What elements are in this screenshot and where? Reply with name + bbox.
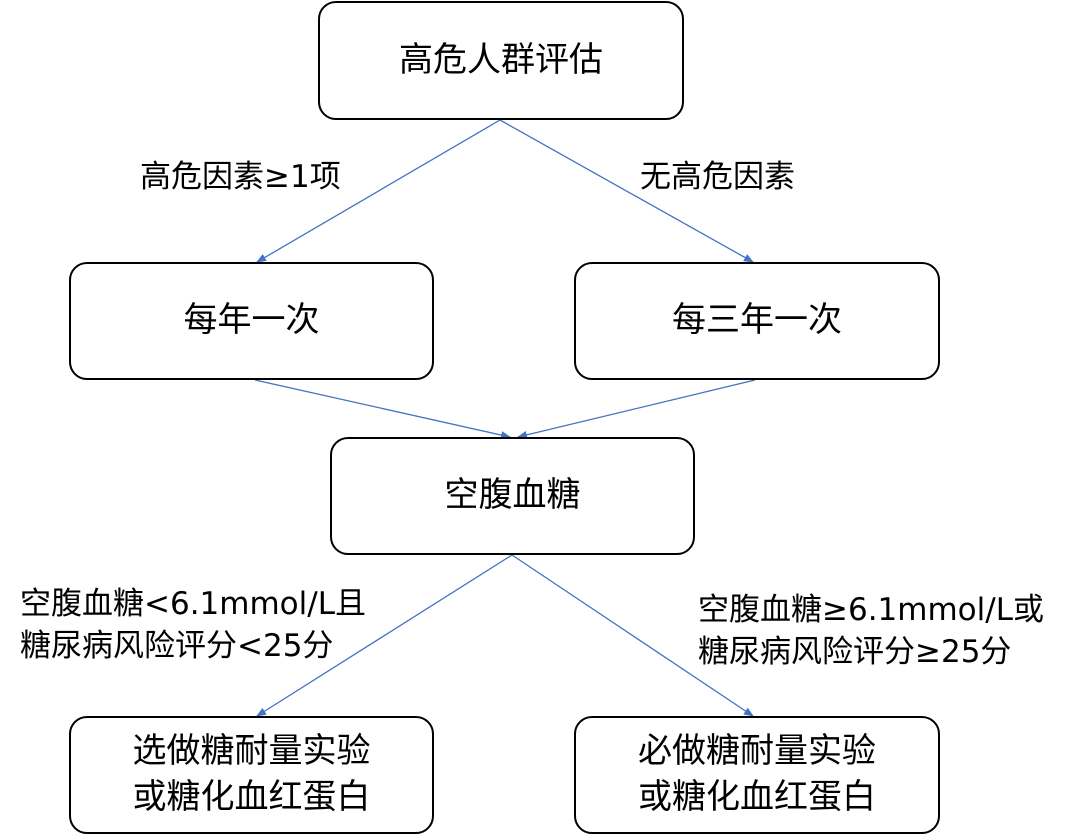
node-fpg-label: 空腹血糖 — [444, 475, 581, 516]
node-optional-line-2: 或糖化血红蛋白 — [132, 777, 371, 817]
node-optional-test: 选做糖耐量实验 或糖化血红蛋白 — [69, 716, 434, 834]
edge-label-high-line-1: 空腹血糖≥6.1mmol/L或 — [698, 592, 1044, 628]
edge-yearly-fpg — [254, 379, 511, 439]
edge-label-low: 空腹血糖<6.1mmol/L且 糖尿病风险评分<25分 — [20, 584, 366, 668]
edge-assess-triennial — [499, 119, 754, 263]
node-required-test: 必做糖耐量实验 或糖化血红蛋白 — [574, 716, 940, 834]
node-fpg: 空腹血糖 — [330, 437, 695, 555]
node-assess-label: 高危人群评估 — [399, 39, 603, 80]
edge-label-has-risk: 高危因素≥1项 — [140, 159, 341, 195]
node-yearly: 每年一次 — [69, 262, 434, 380]
edge-label-low-line-1: 空腹血糖<6.1mmol/L且 — [20, 586, 366, 622]
edge-fpg-required — [511, 554, 754, 717]
node-optional-line-1: 选做糖耐量实验 — [132, 731, 371, 772]
node-triennial-label: 每三年一次 — [672, 300, 842, 341]
edge-label-no-risk: 无高危因素 — [640, 159, 795, 195]
edge-label-low-line-2: 糖尿病风险评分<25分 — [20, 627, 334, 664]
edge-triennial-fpg — [517, 379, 756, 439]
edge-label-high-line-2: 糖尿病风险评分≥25分 — [698, 633, 1012, 670]
edge-label-high: 空腹血糖≥6.1mmol/L或 糖尿病风险评分≥25分 — [698, 590, 1044, 674]
node-required-line-2: 或糖化血红蛋白 — [638, 777, 876, 817]
node-required-line-1: 必做糖耐量实验 — [638, 731, 876, 772]
node-assess: 高危人群评估 — [318, 1, 684, 120]
edge-assess-yearly — [256, 119, 501, 263]
node-yearly-label: 每年一次 — [183, 300, 320, 341]
edge-fpg-optional — [256, 554, 513, 717]
node-triennial: 每三年一次 — [574, 262, 940, 380]
